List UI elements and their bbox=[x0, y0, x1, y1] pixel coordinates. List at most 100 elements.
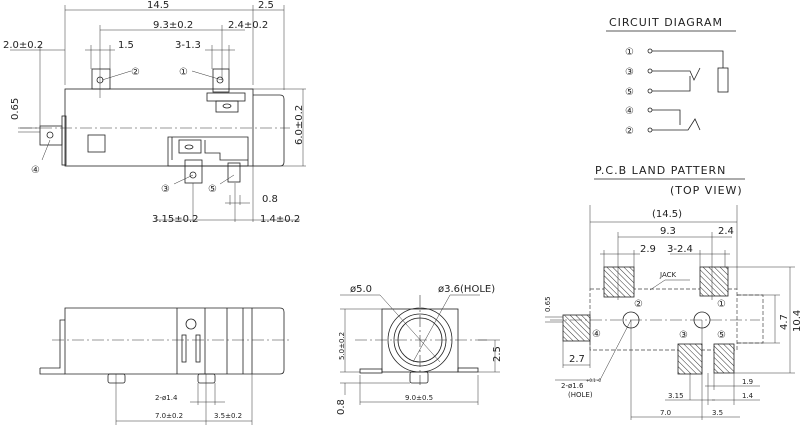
pcb-dim-pads: 3-2.4 bbox=[667, 244, 693, 255]
jack-label: JACK bbox=[659, 271, 676, 279]
pin1-hole bbox=[216, 76, 224, 84]
pin3-label: ③ bbox=[161, 184, 170, 195]
pin4-label: ④ bbox=[31, 165, 40, 176]
circuit-terminals bbox=[647, 48, 653, 133]
lower-module bbox=[167, 136, 249, 167]
pcb-pin4-label: ④ bbox=[592, 329, 601, 340]
pcb-dim-pad-width: 2.9 bbox=[640, 244, 656, 255]
dim-peg-pitch: 7.0±0.2 bbox=[155, 412, 183, 420]
side-view: 2-ø1.4 7.0±0.2 3.5±0.2 bbox=[39, 307, 292, 425]
jack-extension-outline bbox=[737, 294, 764, 344]
dim-pin1-offset: 2.4±0.2 bbox=[228, 20, 268, 31]
circuit-pin-2: ② bbox=[625, 126, 634, 137]
jack-extension bbox=[253, 94, 285, 167]
dim-peg-offset: 3.5±0.2 bbox=[214, 412, 242, 420]
peg-1 bbox=[107, 373, 126, 384]
side-contact-hole bbox=[185, 318, 197, 330]
pcb-pin5-label: ⑤ bbox=[717, 330, 726, 341]
pcb-pin2-label: ② bbox=[634, 299, 643, 310]
pin3-tab bbox=[184, 159, 203, 184]
side-dimension-lines bbox=[115, 374, 253, 425]
pin4-hole bbox=[46, 131, 54, 139]
pin5-tab bbox=[227, 162, 241, 183]
pcb-dim-pitch: 9.3 bbox=[660, 226, 676, 237]
peg-2 bbox=[197, 373, 216, 384]
pin1-label: ① bbox=[179, 67, 188, 78]
dim-center-height: 2.5 bbox=[492, 346, 503, 362]
circuit-pin-4: ④ bbox=[625, 106, 634, 117]
circuit-wires bbox=[652, 50, 724, 131]
pin3-hole bbox=[189, 171, 197, 179]
pcb-dim-hole-pitch: 7.0 bbox=[660, 409, 671, 417]
front-flanges bbox=[359, 367, 479, 374]
pcb-hole-label: (HOLE) bbox=[568, 391, 593, 399]
side-bracket bbox=[39, 319, 65, 375]
circuit-plug-symbol bbox=[717, 67, 729, 93]
circuit-title: CIRCUIT DIAGRAM bbox=[609, 16, 723, 29]
front-view: ø5.0 ø3.6(HOLE) 5.0±0.2 2.5 0.8 9.0±0.5 bbox=[336, 284, 503, 415]
pcb-title: P.C.B LAND PATTERN bbox=[595, 164, 726, 177]
top-view: 14.5 2.5 9.3±0.2 2.4±0.2 1.5 3-1.3 2.0±0… bbox=[3, 0, 306, 225]
dim-front-height: 5.0±0.2 bbox=[338, 332, 346, 360]
pcb-dim-pin1-offset: 2.4 bbox=[718, 226, 734, 237]
circuit-pin-5: ⑤ bbox=[625, 87, 634, 98]
front-dimension-lines bbox=[340, 294, 500, 405]
dimension-lines bbox=[10, 5, 306, 222]
pin1-tab bbox=[212, 68, 230, 93]
pcb-dimension-lines bbox=[545, 205, 795, 420]
circuit-pin-3: ③ bbox=[625, 67, 634, 78]
pcb-dim-pin5-offset: 1.4 bbox=[742, 392, 754, 400]
pcb-subtitle: (TOP VIEW) bbox=[670, 184, 743, 197]
dim-outer-diameter: ø5.0 bbox=[350, 284, 372, 295]
body-outline bbox=[64, 88, 254, 167]
side-body bbox=[64, 307, 285, 375]
circuit-pin-1: ① bbox=[625, 47, 634, 58]
dim-extension: 2.5 bbox=[258, 0, 274, 11]
dim-pin5-width: 0.8 bbox=[262, 194, 278, 205]
pcb-dim-pin4-offset: 2.7 bbox=[569, 354, 585, 365]
dim-pin-pitch: 9.3±0.2 bbox=[153, 20, 193, 31]
dim-pin-width: 3-1.3 bbox=[175, 40, 201, 51]
pad-4 bbox=[562, 314, 591, 342]
pcb-hole-tolerance: +0.1 -0 bbox=[586, 378, 601, 383]
pin5-label: ⑤ bbox=[208, 184, 217, 195]
dim-peg-diameter: 2-ø1.4 bbox=[155, 394, 178, 402]
pin1-housing bbox=[206, 92, 246, 113]
pcb-dim-body-height: 4.7 bbox=[779, 314, 790, 330]
pcb-dim-pin4-height: 0.65 bbox=[544, 296, 552, 312]
pin-leader-lines bbox=[41, 70, 235, 185]
pcb-dim-pin3-offset: 3.15 bbox=[668, 392, 684, 400]
pad-5 bbox=[713, 343, 735, 374]
dim-height: 6.0±0.2 bbox=[294, 105, 305, 145]
pad-3 bbox=[677, 343, 703, 375]
dim-hole-diameter: ø3.6(HOLE) bbox=[438, 284, 495, 295]
dim-pin5-offset: 1.4±0.2 bbox=[260, 214, 300, 225]
pcb-pin3-label: ③ bbox=[679, 330, 688, 341]
pin4-bracket bbox=[61, 115, 67, 166]
pin2-label: ② bbox=[131, 67, 140, 78]
circuit-diagram: CIRCUIT DIAGRAM ① ③ ⑤ ④ ② P.C.B LAND PAT… bbox=[594, 16, 745, 197]
pcb-pin1-label: ① bbox=[717, 299, 726, 310]
body-window bbox=[87, 134, 106, 153]
pcb-dim-pin5-width: 1.9 bbox=[742, 378, 753, 386]
side-contact-slots bbox=[181, 334, 201, 363]
dim-pin4-height: 0.65 bbox=[10, 98, 21, 120]
jack-outline bbox=[589, 288, 738, 351]
pin4-tab bbox=[39, 125, 63, 146]
pad-1 bbox=[699, 266, 729, 297]
pcb-hole-note: 2-ø1.6 bbox=[561, 382, 584, 390]
pcb-dim-hole-offset: 3.5 bbox=[712, 409, 723, 417]
dim-pin4-offset: 2.0±0.2 bbox=[3, 40, 43, 51]
dim-pin3-offset: 3.15±0.2 bbox=[152, 214, 199, 225]
front-centerlines bbox=[355, 295, 490, 385]
dim-front-width: 9.0±0.5 bbox=[405, 394, 433, 402]
pcb-dim-total: (14.5) bbox=[652, 209, 682, 220]
dim-peg-height: 0.8 bbox=[336, 399, 347, 415]
pcb-land-pattern: (14.5) 9.3 2.4 2.9 3-2.4 JACK 4.7 10.4 0… bbox=[544, 205, 800, 420]
pin3-housing bbox=[178, 139, 202, 154]
pad-2 bbox=[603, 266, 635, 298]
pcb-dim-total-height: 10.4 bbox=[792, 310, 800, 332]
dim-pin2-width: 1.5 bbox=[118, 40, 134, 51]
dim-total-length: 14.5 bbox=[147, 0, 169, 11]
